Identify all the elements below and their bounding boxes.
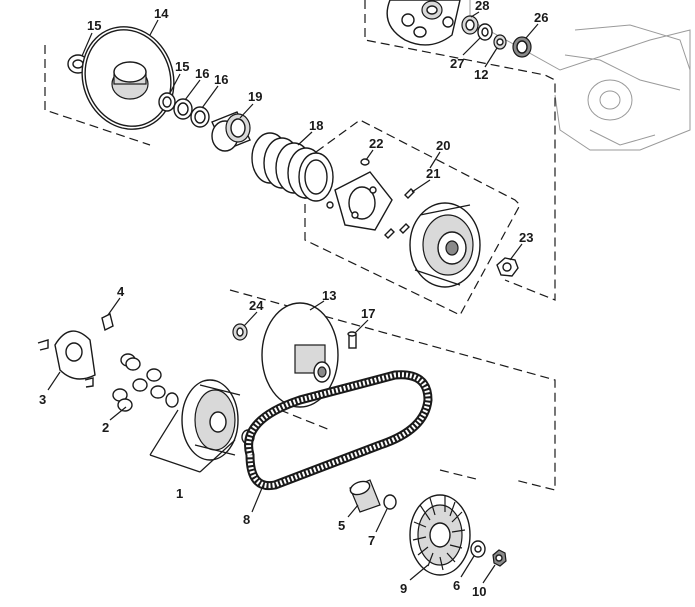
part-23-nut [496,257,519,277]
part-20-clutch-plate [334,171,393,231]
callout-8: 8 [243,512,250,527]
part-18-spring [251,132,334,202]
callout-16-second: 16 [214,72,228,87]
leader-lines [47,11,539,584]
clutch-drum [386,0,461,46]
callout-22: 22 [369,136,383,151]
part-13-driven-pulley [261,302,339,408]
part-2-rollers [112,353,166,412]
part-6-washer [470,540,486,558]
part-19-sleeve [211,111,251,152]
callout-4: 4 [117,284,125,299]
callout-10: 10 [472,584,486,599]
callout-17: 17 [361,306,375,321]
callout-15-rings: 15 [175,59,189,74]
part-1-variator [165,379,255,461]
callout-27: 27 [450,56,464,71]
callout-7: 7 [368,533,375,548]
callout-20: 20 [436,138,450,153]
clutch-box [304,119,521,316]
callout-23: 23 [519,230,533,245]
callout-14: 14 [154,6,169,21]
callout-9: 9 [400,581,407,596]
assembly-axis-middle [229,289,556,491]
callout-15-top: 15 [87,18,101,33]
callout-13: 13 [322,288,336,303]
callout-16-first: 16 [195,66,209,81]
part-15-16-rings [158,92,210,128]
crankcase-housing [469,0,691,151]
callout-28: 28 [475,0,489,13]
assembly-axis-top-right [364,0,556,301]
part-14-fixed-plate [81,26,175,130]
clutch-shoe-assembly [409,202,481,288]
part-10-nut [492,549,507,567]
assembly-axis-top [44,45,151,146]
part-5-sleeve [349,479,381,513]
part-3-ramp-plate [37,330,96,388]
callout-3: 3 [39,392,46,407]
part-22-pin [360,158,370,166]
part-1-bracket [149,409,236,473]
callout-1: 1 [176,486,183,501]
callout-18: 18 [309,118,323,133]
assembly-axis-lower [279,409,481,481]
callout-21: 21 [426,166,440,181]
callout-5: 5 [338,518,345,533]
part-7-washer [383,494,397,510]
part-17-pin [347,331,357,349]
callout-19: 19 [248,89,262,104]
part-8-drive-belt [244,370,433,491]
callout-labels: 15 14 15 16 16 19 18 22 20 21 23 28 26 2… [39,0,548,599]
part-9-fan-pulley [409,494,471,576]
part-28-27-12-26 [461,15,532,58]
part-4-slider [101,312,114,332]
part-21-springs [326,188,415,239]
callout-2: 2 [102,420,109,435]
callout-6: 6 [453,578,460,593]
callout-26: 26 [534,10,548,25]
part-24-seal [232,323,248,341]
callout-24: 24 [249,298,264,313]
callout-12: 12 [474,67,488,82]
